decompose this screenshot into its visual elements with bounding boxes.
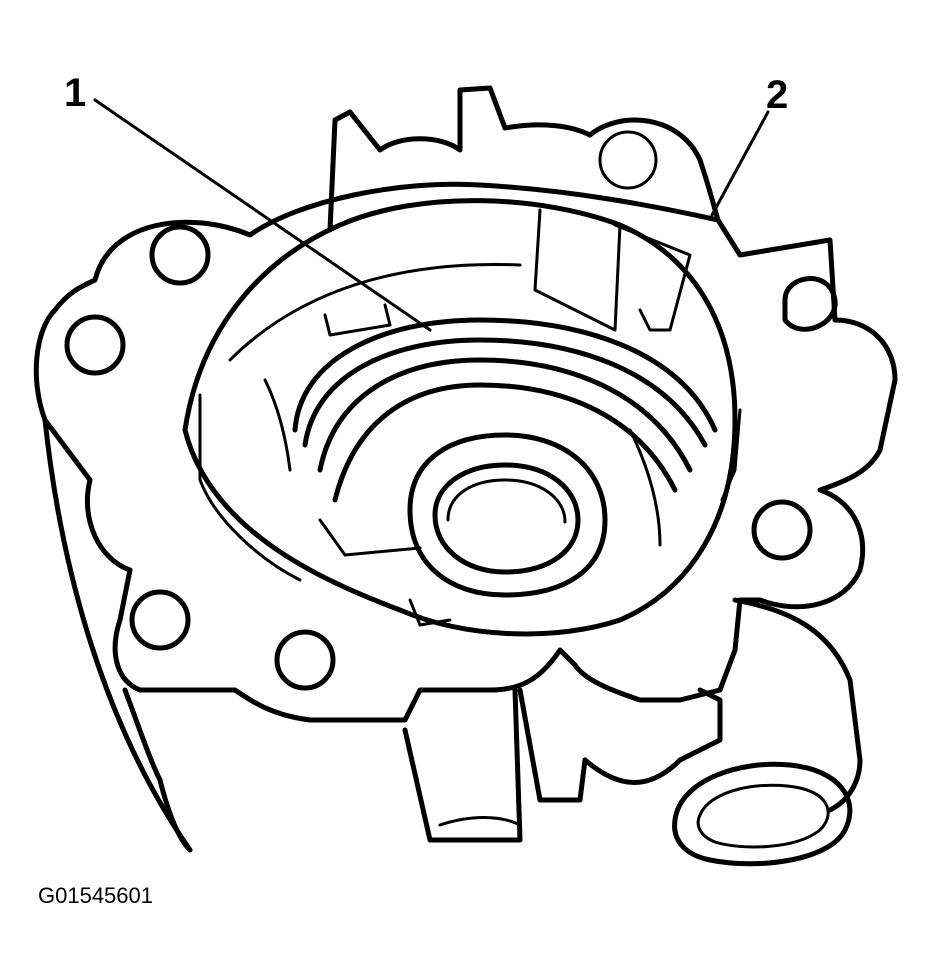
center-hub [407, 432, 608, 627]
leader-line-2 [710, 110, 770, 217]
bolt-holes [64, 224, 838, 691]
leader-lines [93, 98, 770, 332]
bolt-hole-upper-right [782, 276, 838, 332]
callout-2: 2 [766, 73, 788, 117]
outlet-port [672, 761, 853, 867]
bolt-hole-lower-left [129, 589, 191, 651]
leader-line-1 [93, 98, 432, 332]
housing-lower-body [42, 417, 863, 853]
inner-bore [182, 198, 742, 637]
top-bosses [327, 85, 721, 233]
callout-1: 1 [64, 71, 86, 115]
bolt-hole-bottom [274, 629, 336, 691]
mounting-flange [33, 181, 898, 723]
figure-id: G01545601 [38, 883, 153, 908]
bolt-hole-left [64, 314, 126, 376]
bolt-hole-right [751, 499, 813, 561]
bolt-hole-upper-left [149, 224, 211, 286]
seal-grooves [292, 317, 718, 557]
